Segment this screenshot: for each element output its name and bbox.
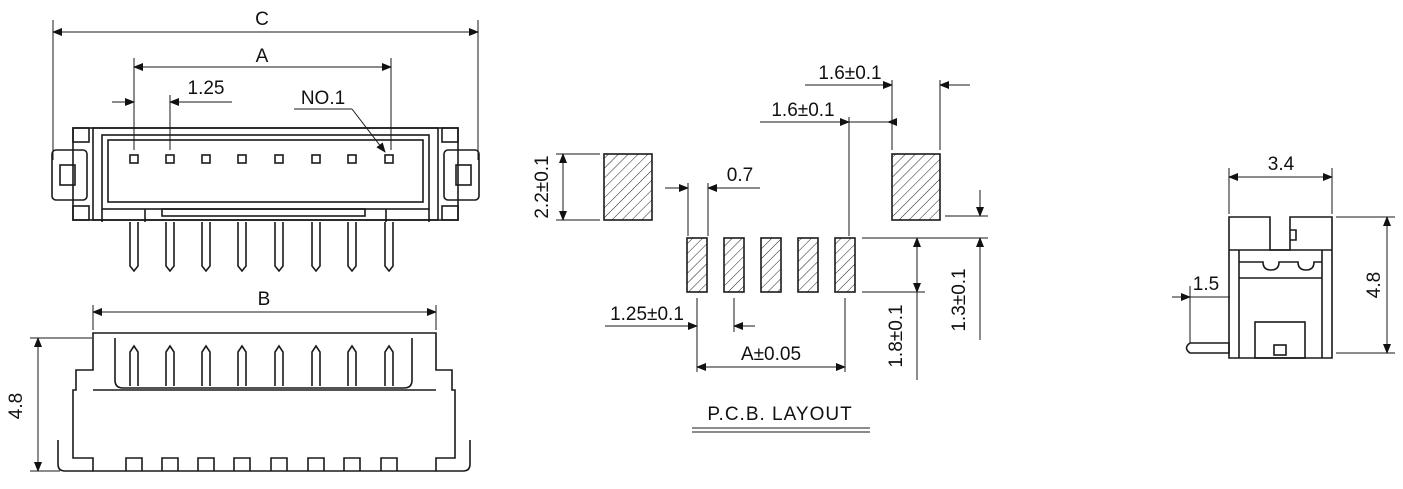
side-pin: [201, 344, 211, 386]
height-side-label: 4.8: [6, 393, 27, 419]
end-width-label: 3.4: [1268, 154, 1295, 175]
side-pin-foot: [307, 457, 325, 471]
side-pin: [384, 344, 394, 386]
side-pin-foot: [161, 457, 179, 471]
end-height-label: 4.8: [1364, 272, 1385, 298]
dim-end-width: 3.4: [1228, 154, 1333, 214]
side-pin-foot: [343, 457, 361, 471]
pcb-pad: [723, 237, 745, 293]
pad-width-small-label: 0.7: [727, 165, 753, 186]
dim-pad-gap-big: 1.6±0.1: [760, 100, 888, 236]
side-pin: [129, 344, 139, 386]
dim-pitch: 1.25: [112, 78, 232, 150]
dim-height-side: 4.8: [6, 337, 92, 472]
contact-square: [201, 154, 211, 164]
dim-offset: 1.3±0.1: [945, 190, 988, 340]
side-pin-foot: [380, 457, 398, 471]
side-pin-foot: [197, 457, 215, 471]
pcb-layout: 1.6±0.1 1.6±0.1 2.2±0.1 0.7: [532, 63, 988, 433]
dim-c: C: [52, 9, 479, 160]
side-pin: [347, 344, 357, 386]
dim-pad-length: 1.8±0.1: [862, 237, 988, 380]
dim-b: B: [92, 289, 437, 330]
contact-square: [274, 154, 284, 164]
side-pin: [274, 344, 284, 386]
pcb-pad: [686, 237, 708, 293]
dim-pcb-pitch: 1.25±0.1: [605, 298, 755, 372]
pcb-pad: [760, 237, 782, 293]
front-pin: [384, 222, 394, 273]
side-pin-foot: [270, 457, 288, 471]
pad-gap-big-label: 1.6±0.1: [771, 100, 834, 121]
pad-height-big-label: 2.2±0.1: [532, 155, 553, 218]
dim-pcb-span: A±0.05: [696, 298, 846, 372]
contact-square: [384, 154, 394, 164]
front-view: C A 1.25 NO.1: [51, 9, 480, 273]
contact-square: [347, 154, 357, 164]
pcb-pitch-label: 1.25±0.1: [610, 304, 684, 325]
dim-b-label: B: [258, 289, 271, 310]
pcb-span-label: A±0.05: [741, 344, 801, 365]
side-view: B 4.8: [6, 289, 471, 472]
pcb-signal-pads: [686, 237, 856, 293]
side-pin-foot: [233, 457, 251, 471]
pad-length-label: 1.8±0.1: [886, 304, 907, 367]
front-pin: [347, 222, 357, 273]
dim-a-label: A: [256, 46, 269, 67]
side-pins: [125, 344, 398, 471]
end-view: 3.4 4.8 1.5: [1172, 154, 1395, 359]
pad-large-right: [891, 153, 941, 221]
dim-c-label: C: [255, 9, 269, 30]
front-pin: [201, 222, 211, 273]
front-pin: [311, 222, 321, 273]
pin-one-label: NO.1: [301, 88, 345, 109]
pcb-pad: [834, 237, 856, 293]
connector-body-end: [1185, 216, 1333, 359]
pad-width-big-label: 1.6±0.1: [818, 63, 881, 84]
side-pin: [311, 344, 321, 386]
offset-label: 1.3±0.1: [949, 268, 970, 331]
dim-pad-height-big: 2.2±0.1: [532, 153, 600, 221]
side-pin: [237, 344, 247, 386]
pad-large-left: [603, 153, 653, 221]
dim-pad-width-small: 0.7: [665, 165, 760, 236]
pcb-pad: [797, 237, 819, 293]
connector-body-side: [57, 332, 471, 472]
side-pin: [165, 344, 175, 386]
dim-pin-offset: 1.5: [1172, 274, 1230, 343]
front-pin: [274, 222, 284, 273]
front-pin: [165, 222, 175, 273]
front-pin: [237, 222, 247, 273]
pcb-caption: P.C.B. LAYOUT: [692, 404, 870, 433]
contact-square: [165, 154, 175, 164]
pin-one-callout: NO.1: [294, 88, 386, 153]
pin-offset-label: 1.5: [1193, 274, 1219, 295]
contact-square: [129, 154, 139, 164]
side-pin-foot: [125, 457, 143, 471]
front-pin: [129, 222, 139, 273]
connector-body-top: [51, 127, 480, 222]
contact-square: [237, 154, 247, 164]
front-pins: [129, 222, 394, 273]
pcb-caption-text: P.C.B. LAYOUT: [707, 404, 852, 425]
contact-square: [311, 154, 321, 164]
pitch-label: 1.25: [188, 78, 225, 99]
dim-end-height: 4.8: [1336, 216, 1395, 354]
dim-pad-width-big: 1.6±0.1: [805, 63, 970, 150]
front-contact-squares: [129, 154, 394, 164]
